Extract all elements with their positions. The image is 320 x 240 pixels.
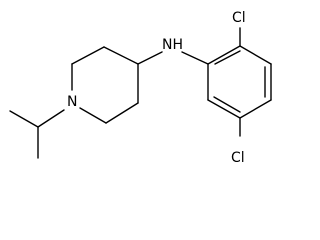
amine-to-aryl-bond [181, 51, 209, 65]
piperidine-bond-c5-c6 [105, 102, 139, 124]
benzene-bond-4 [239, 99, 272, 119]
structure-canvas: N NH Cl Cl [9, 10, 272, 166]
piperidine-to-amine-bond [137, 51, 163, 65]
benzene-bond-2 [239, 45, 272, 65]
benzene-double-bond-bottom [213, 96, 241, 113]
benzene-double-bond-top [214, 50, 241, 65]
piperidine-bond-c2-c3 [71, 46, 105, 65]
ring-nitrogen-label: N [67, 94, 77, 110]
molecule-diagram: N NH Cl Cl [9, 10, 272, 166]
benzene-bond-5 [207, 99, 241, 119]
amine-label: NH [162, 37, 183, 53]
benzene-bond-1 [207, 45, 241, 65]
piperidine-bond-c3-c4 [103, 46, 139, 65]
isopropyl-to-nitrogen-bond [37, 109, 65, 128]
chlorine-bottom-label: Cl [231, 150, 245, 166]
chlorine-top-label: Cl [232, 10, 246, 26]
piperidine-bond-c6-n [79, 107, 107, 124]
isopropyl-bond-left [9, 110, 39, 128]
